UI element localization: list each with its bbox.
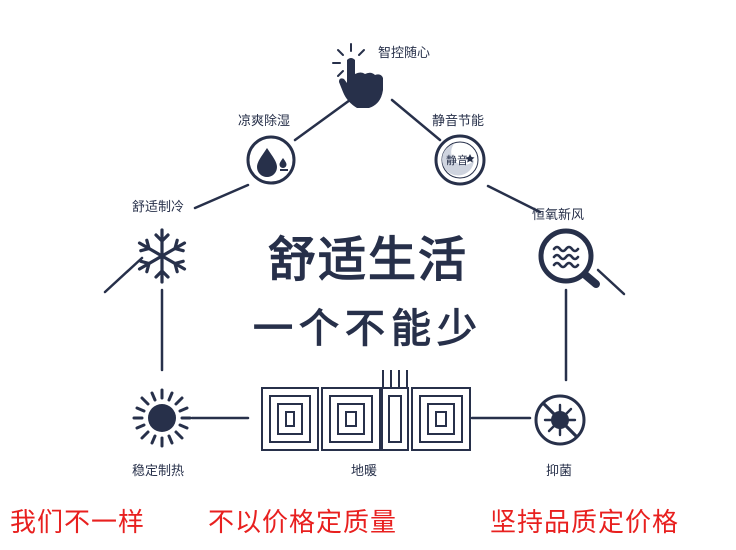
silent-moon-icon xyxy=(434,134,486,186)
snowflake-icon xyxy=(137,228,187,284)
headline-comfort-life: 舒适生活 xyxy=(267,232,468,288)
antibacterial-icon xyxy=(534,394,586,446)
label-heating: 稳定制热 xyxy=(132,464,185,479)
sun-icon xyxy=(132,388,192,448)
label-smart-control: 智控随心 xyxy=(378,46,431,61)
fresh-air-icon xyxy=(538,228,600,288)
silent-badge: 静音 xyxy=(446,154,468,167)
hand-pointer-icon xyxy=(332,43,383,108)
label-cooling: 舒适制冷 xyxy=(132,200,185,215)
connector-lines xyxy=(103,98,626,420)
label-cool-dehumidify: 凉爽除湿 xyxy=(238,114,291,129)
floor-heating-coil-icon xyxy=(261,370,471,451)
label-floor-heating: 地暖 xyxy=(351,464,378,479)
label-silent-energy: 静音节能 xyxy=(432,114,485,129)
slogan-quality-price: 坚持品质定价格 xyxy=(490,508,680,538)
subline-none-missing: 一个不能少 xyxy=(253,306,483,352)
slogan-price-quality: 不以价格定质量 xyxy=(208,508,398,538)
water-drop-icon xyxy=(246,135,296,185)
label-fresh-air: 恒氧新风 xyxy=(532,208,585,223)
slogan-different: 我们不一样 xyxy=(10,508,146,538)
label-antibacterial: 抑菌 xyxy=(546,464,573,479)
